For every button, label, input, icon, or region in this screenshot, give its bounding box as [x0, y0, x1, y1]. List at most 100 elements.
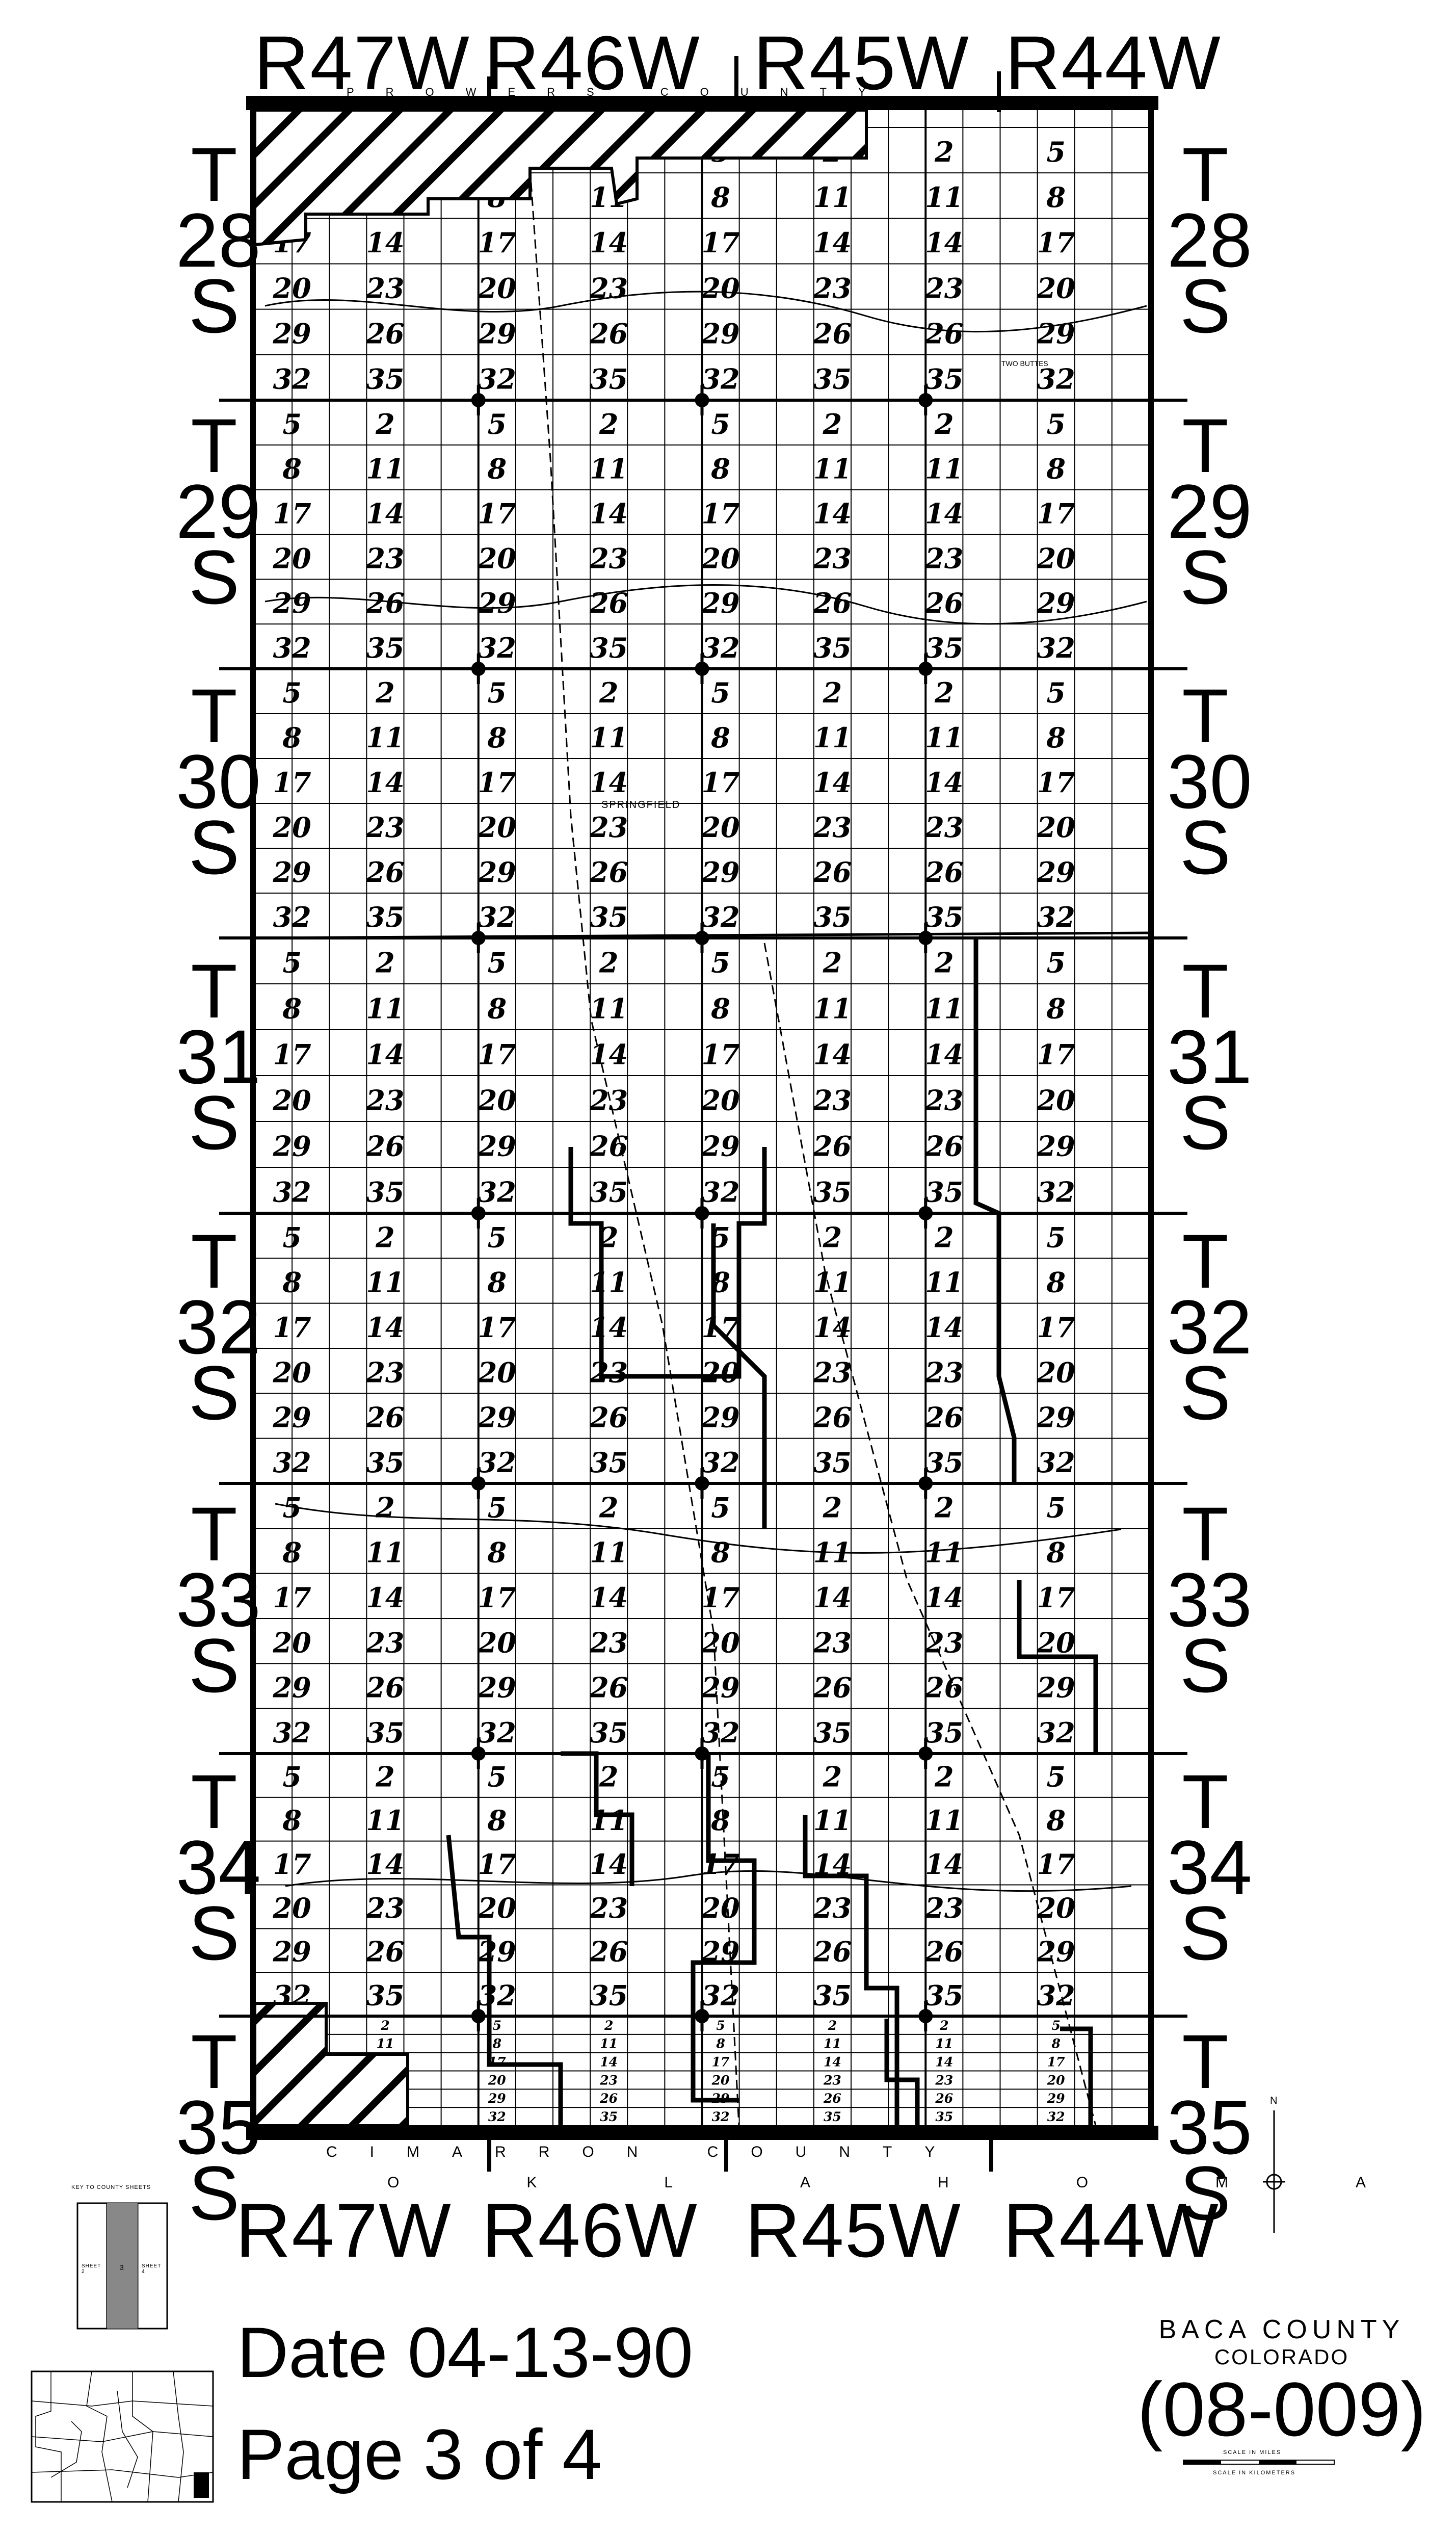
- section-number-label: 20: [273, 1892, 311, 1924]
- section-number-label: 23: [589, 1892, 628, 1924]
- section-number-label: 11: [590, 453, 628, 485]
- section-number-label: 14: [925, 1848, 963, 1881]
- section-number-label: 26: [589, 1401, 628, 1434]
- section-number-label: 8: [487, 993, 507, 1025]
- section-number-label: 14: [925, 1581, 963, 1614]
- section-number-label: 14: [366, 1311, 404, 1344]
- section-number-label: 17: [273, 766, 311, 799]
- range-label-bottom-2: R46W: [482, 2187, 698, 2273]
- section-number-label: 26: [365, 1672, 404, 1704]
- section-number-label: 35: [925, 1176, 963, 1209]
- section-number-label: 5: [282, 676, 302, 709]
- section-number-label: 11: [925, 181, 963, 214]
- section-number-label: 29: [701, 318, 739, 350]
- section-number-label: 14: [813, 766, 852, 799]
- section-number-label: 35: [813, 632, 852, 664]
- section-number-label: 20: [273, 542, 311, 575]
- section-number-label: 14: [366, 226, 404, 259]
- section-number-label: 29: [1037, 856, 1075, 889]
- section-number-label: 20: [1047, 2072, 1065, 2087]
- section-number-label: 2: [823, 947, 842, 979]
- section-number-label: 11: [590, 1536, 628, 1569]
- section-number-label: 17: [712, 2054, 730, 2070]
- section-number-label: 5: [711, 676, 730, 709]
- section-number-label: 20: [1037, 811, 1075, 844]
- section-number-label: 14: [925, 498, 963, 530]
- section-number-label: 32: [701, 632, 739, 664]
- section-number-label: 11: [366, 1266, 404, 1299]
- section-number-label: 26: [589, 856, 628, 889]
- section-number-label: 17: [478, 766, 516, 799]
- key-sheet-right: SHEET 4: [142, 2263, 162, 2275]
- section-number-label: 23: [589, 1356, 628, 1389]
- section-number-label: 29: [1037, 1401, 1075, 1434]
- section-number-label: 8: [487, 1804, 507, 1837]
- section-number-label: 29: [701, 587, 739, 619]
- section-number-label: 35: [925, 1446, 963, 1479]
- section-number-label: 29: [478, 856, 516, 889]
- section-number-label: 32: [701, 1979, 739, 2012]
- section-number-label: 26: [813, 318, 852, 350]
- section-number-label: 8: [710, 1804, 730, 1837]
- bottom-state-label: OKLAHOMA: [387, 2174, 1456, 2191]
- section-number-label: 23: [365, 542, 404, 575]
- section-number-label: 11: [925, 1804, 963, 1837]
- section-number-label: 5: [711, 1760, 730, 1793]
- section-number-label: 35: [590, 363, 628, 396]
- section-number-label: 35: [813, 1446, 852, 1479]
- section-number-label: 26: [924, 318, 963, 350]
- section-number-label: 17: [273, 1581, 311, 1614]
- section-number-label: 2: [599, 676, 619, 709]
- section-number-label: 8: [282, 721, 302, 754]
- section-number-label: 23: [589, 1626, 628, 1659]
- section-number-label: 29: [273, 856, 311, 889]
- section-number-label: 35: [366, 1446, 404, 1479]
- section-number-label: 29: [1037, 1936, 1075, 1968]
- section-number-label: 20: [1037, 1892, 1075, 1924]
- section-number-label: 11: [935, 2036, 953, 2051]
- section-number-label: 2: [934, 1491, 954, 1524]
- section-number-label: 29: [1037, 587, 1075, 619]
- section-number-label: 2: [599, 1760, 619, 1793]
- section-number-label: 17: [273, 1311, 311, 1344]
- section-number-label: 29: [1037, 1130, 1075, 1163]
- section-number-label: 14: [590, 766, 628, 799]
- section-number-label: 17: [1037, 1311, 1075, 1344]
- section-number-label: 35: [935, 2109, 953, 2124]
- section-number-label: 20: [1037, 1084, 1075, 1117]
- section-number-label: 26: [589, 1672, 628, 1704]
- section-number-label: 11: [813, 993, 852, 1025]
- section-number-label: 8: [1046, 181, 1066, 214]
- section-number-label: 32: [273, 1176, 311, 1209]
- section-number-label: 26: [924, 587, 963, 619]
- section-number-label: 2: [604, 2018, 613, 2033]
- section-number-label: 26: [924, 1130, 963, 1163]
- section-number-label: 32: [488, 2109, 506, 2124]
- section-number-label: 20: [488, 2072, 506, 2087]
- section-number-label: 17: [273, 498, 311, 530]
- section-number-label: 23: [813, 542, 852, 575]
- section-number-label: 20: [273, 1356, 311, 1389]
- section-number-label: 2: [375, 1221, 395, 1254]
- section-number-label: 17: [478, 1581, 516, 1614]
- section-number-label: 8: [282, 993, 302, 1025]
- section-number-label: 17: [1037, 1848, 1075, 1881]
- section-number-label: 8: [710, 993, 730, 1025]
- bottom-county-label: CIMARRON COUNTY: [326, 2144, 968, 2160]
- section-number-label: 23: [365, 1626, 404, 1659]
- section-number-label: 20: [478, 542, 516, 575]
- section-number-label: 32: [701, 1716, 739, 1749]
- section-number-label: 8: [282, 1536, 302, 1569]
- section-number-label: 2: [934, 947, 954, 979]
- section-number-label: 14: [366, 498, 404, 530]
- section-number-label: 8: [492, 2036, 501, 2051]
- section-number-label: 2: [375, 676, 395, 709]
- section-number-label: 35: [366, 1979, 404, 2012]
- section-number-label: 20: [711, 2072, 730, 2087]
- section-number-label: 11: [590, 993, 628, 1025]
- section-number-label: 20: [273, 811, 311, 844]
